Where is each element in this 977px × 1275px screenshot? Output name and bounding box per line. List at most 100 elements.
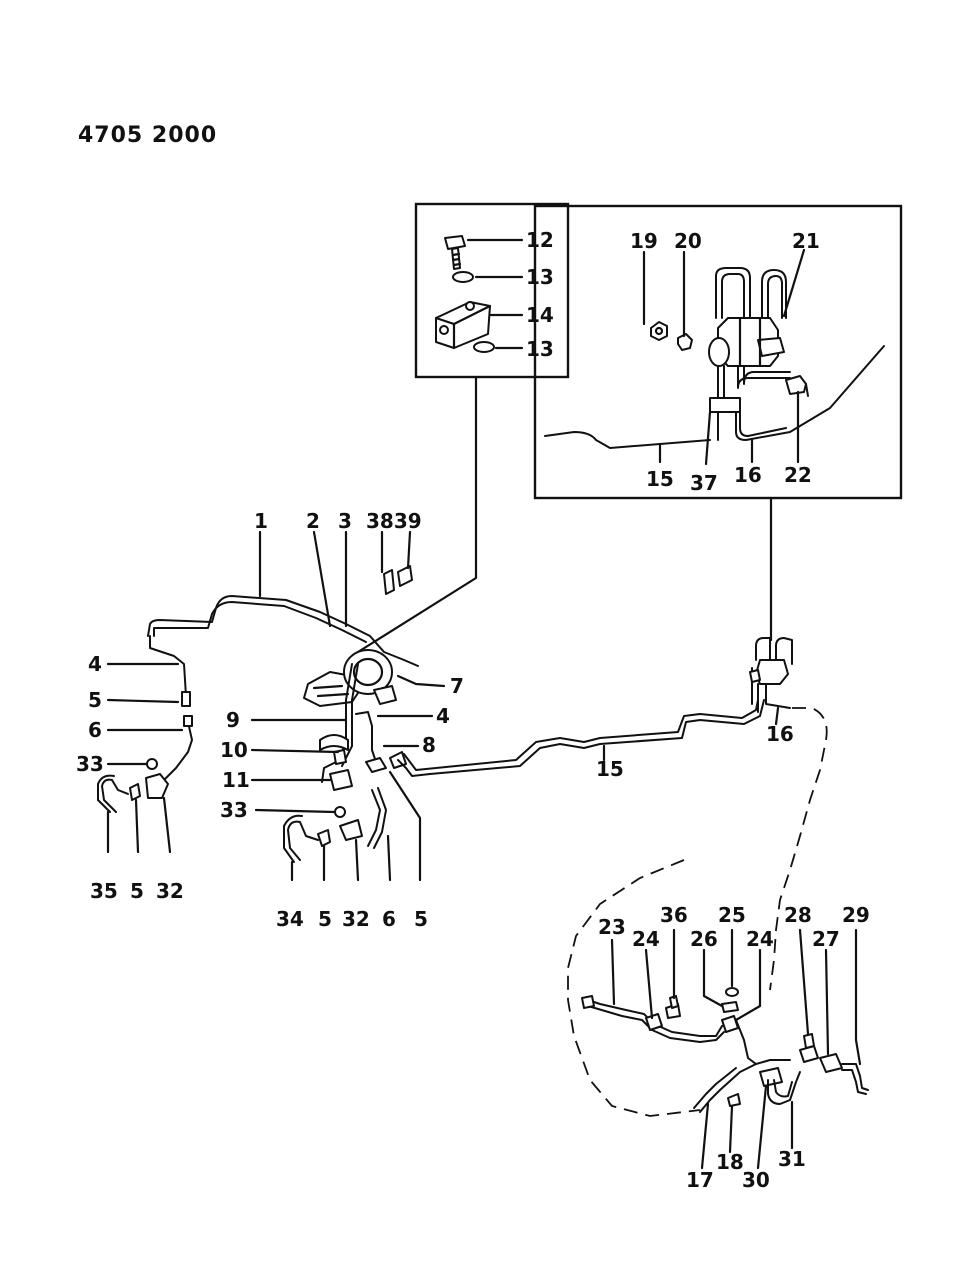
leader-37 bbox=[704, 410, 712, 466]
label-9: 9 bbox=[226, 708, 240, 732]
leader-26 bbox=[702, 948, 724, 1008]
label-3: 3 bbox=[338, 509, 352, 533]
brake-line-4a bbox=[149, 635, 187, 697]
inset-connector-1 bbox=[356, 376, 478, 654]
label-37: 37 bbox=[690, 471, 718, 495]
brake-line-15 bbox=[397, 699, 765, 777]
cap-20 bbox=[677, 333, 693, 351]
fitting-6a-top bbox=[183, 715, 193, 727]
hose-6b-b bbox=[373, 787, 387, 849]
label-7: 7 bbox=[450, 674, 464, 698]
clip-24b bbox=[721, 1015, 739, 1033]
clip-18 bbox=[727, 1093, 741, 1107]
label-19: 19 bbox=[630, 229, 658, 253]
nut-19 bbox=[650, 321, 668, 341]
brake-line-15-b bbox=[403, 699, 759, 771]
clamp-9 bbox=[319, 734, 349, 751]
leader-33b bbox=[254, 808, 336, 814]
fitting-8 bbox=[365, 757, 387, 773]
label-16a: 16 bbox=[734, 463, 762, 487]
clip-39 bbox=[397, 565, 413, 587]
brake-line-17-b bbox=[693, 1067, 737, 1109]
label-1: 1 bbox=[254, 509, 268, 533]
label-33a: 33 bbox=[76, 752, 104, 776]
proportioning-valve-main bbox=[749, 637, 793, 713]
leader-10 bbox=[250, 748, 340, 754]
washer-part-lower bbox=[473, 341, 495, 353]
bracket-32b bbox=[339, 819, 363, 841]
label-15b: 15 bbox=[596, 757, 624, 781]
adapter-block-part bbox=[434, 301, 492, 350]
brake-line-23 bbox=[587, 999, 757, 1065]
bolt-33a bbox=[146, 758, 158, 770]
block-27 bbox=[819, 1053, 843, 1073]
label-12: 12 bbox=[526, 228, 554, 252]
leader-28 bbox=[798, 928, 810, 1036]
bolt-33b bbox=[334, 806, 346, 818]
fitting-10 bbox=[333, 749, 347, 765]
fitting-23-end bbox=[581, 995, 595, 1009]
brake-line-15-path bbox=[567, 859, 701, 1117]
label-32a: 32 bbox=[156, 879, 184, 903]
block-11 bbox=[329, 769, 353, 791]
inset-box-valve bbox=[533, 204, 903, 500]
leader-32b bbox=[354, 838, 360, 882]
clip-38 bbox=[383, 569, 395, 595]
leader-29 bbox=[854, 928, 862, 1066]
label-3839: 3839 bbox=[366, 509, 422, 533]
label-36: 36 bbox=[660, 903, 688, 927]
leader-5a bbox=[106, 698, 180, 704]
clip-5b bbox=[129, 783, 141, 801]
label-5a: 5 bbox=[88, 688, 102, 712]
label-30: 30 bbox=[742, 1168, 770, 1192]
brake-line-1 bbox=[147, 595, 419, 667]
washer-part bbox=[452, 271, 474, 283]
clip-5c bbox=[317, 829, 331, 847]
label-25: 25 bbox=[718, 903, 746, 927]
label-14: 14 bbox=[526, 303, 554, 327]
label-2: 2 bbox=[306, 509, 320, 533]
brake-line-23-b bbox=[587, 1005, 725, 1043]
pipe-35-b bbox=[97, 774, 115, 813]
pipe-35 bbox=[101, 778, 129, 813]
hose-6a bbox=[163, 721, 193, 781]
label-34: 34 bbox=[276, 907, 304, 931]
bolt-36 bbox=[665, 995, 681, 1019]
label-20: 20 bbox=[674, 229, 702, 253]
label-13b: 13 bbox=[526, 337, 554, 361]
hose-31 bbox=[767, 1071, 801, 1105]
label-8: 8 bbox=[422, 733, 436, 757]
label-35: 35 bbox=[90, 879, 118, 903]
pipe-34 bbox=[287, 820, 319, 861]
leader-2 bbox=[312, 530, 332, 628]
leader-6b bbox=[386, 834, 392, 882]
leader-30 bbox=[756, 1084, 768, 1170]
label-27: 27 bbox=[812, 927, 840, 951]
brake-line-16-path bbox=[769, 707, 828, 991]
leader-17 bbox=[700, 1102, 710, 1170]
label-15a: 15 bbox=[646, 467, 674, 491]
hose-6b bbox=[367, 789, 381, 847]
bolt-part bbox=[444, 235, 466, 270]
brake-line-1-b bbox=[153, 601, 367, 643]
label-32b: 32 bbox=[342, 907, 370, 931]
inset-box-adapter bbox=[414, 202, 570, 379]
label-21: 21 bbox=[792, 229, 820, 253]
bolt-28-head bbox=[803, 1033, 815, 1049]
washer-25 bbox=[725, 987, 739, 997]
brake-line-9-b bbox=[341, 663, 359, 767]
label-24a: 24 bbox=[632, 927, 660, 951]
clip-26 bbox=[721, 1001, 739, 1013]
label-16b: 16 bbox=[766, 722, 794, 746]
label-26: 26 bbox=[690, 927, 718, 951]
label-5d: 5 bbox=[414, 907, 428, 931]
label-4a: 4 bbox=[88, 652, 102, 676]
label-11: 11 bbox=[222, 768, 250, 792]
label-23: 23 bbox=[598, 915, 626, 939]
leader-24b bbox=[734, 948, 762, 1022]
label-10: 10 bbox=[220, 738, 248, 762]
leader-21 bbox=[782, 248, 806, 318]
label-28: 28 bbox=[784, 903, 812, 927]
pipe-34-b bbox=[283, 814, 303, 863]
brake-line-29-b bbox=[841, 1069, 867, 1095]
